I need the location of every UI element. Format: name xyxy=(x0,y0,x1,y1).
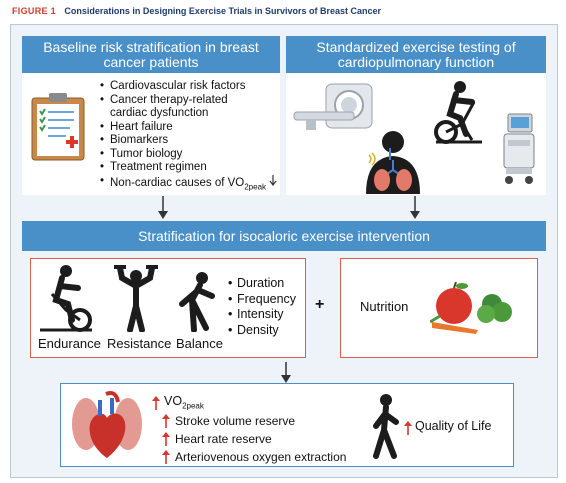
clipboard-icon xyxy=(31,93,85,161)
list-item: Density xyxy=(228,323,296,339)
list-item: Heart failure xyxy=(100,121,277,135)
list-item: Frequency xyxy=(228,292,296,308)
list-item-label: Density xyxy=(237,322,279,337)
up-arrow-icon xyxy=(162,414,170,428)
list-item: Cardiovascular risk factors xyxy=(100,80,277,94)
ecg-machine-icon xyxy=(503,113,535,184)
walking-person-icon xyxy=(373,394,399,459)
nutrition-label: Nutrition xyxy=(360,299,409,314)
arrow-down-icon xyxy=(281,362,291,383)
stratification-bar: Stratification for isocaloric exercise i… xyxy=(22,221,546,251)
list-item-label: Cardiovascular risk factors xyxy=(110,80,246,92)
food-icon xyxy=(430,282,512,334)
list-item-label: Heart failure xyxy=(110,120,173,133)
dumbbell-icon xyxy=(114,265,158,332)
list-item-label: cardiac dysfunction xyxy=(110,107,209,119)
cyclist-icon xyxy=(434,81,482,144)
stroke-volume-label: Stroke volume reserve xyxy=(175,414,296,428)
figure-header: FIGURE 1 Considerations in Designing Exe… xyxy=(0,0,566,22)
list-item: Intensity xyxy=(228,307,296,323)
baseline-heading: Baseline risk stratification in breast c… xyxy=(22,36,280,73)
stratification-label: Stratification for isocaloric exercise i… xyxy=(138,228,430,244)
up-arrow-icon xyxy=(162,450,170,464)
arrow-down-icon xyxy=(158,196,168,219)
endurance-label: Endurance xyxy=(38,336,101,351)
baseline-heading-text: Baseline risk stratification in breast c… xyxy=(43,38,259,70)
figure-label: FIGURE 1 xyxy=(12,6,56,16)
av-oxygen-label: Arteriovenous oxygen extraction xyxy=(175,450,347,464)
figure-title: Considerations in Designing Exercise Tri… xyxy=(64,6,382,16)
balance-icon xyxy=(179,272,215,332)
mri-scanner-icon xyxy=(293,83,373,130)
list-item-label: Non-cardiac causes of VO xyxy=(110,176,245,189)
vo2-subscript: 2peak xyxy=(182,401,204,411)
list-item-continued: cardiac dysfunction xyxy=(100,107,277,121)
list-item-label: Treatment regimen xyxy=(110,161,207,173)
plus-sign: + xyxy=(315,296,325,313)
list-item-label: Duration xyxy=(237,276,285,290)
testing-heading: Standardized exercise testing of cardiop… xyxy=(286,36,546,73)
list-item-label: Cancer therapy-related xyxy=(110,93,228,106)
vo2-subscript: 2peak xyxy=(244,181,267,191)
list-item: Biomarkers xyxy=(100,134,277,148)
balance-label: Balance xyxy=(176,336,223,351)
arrow-down-icon xyxy=(269,174,277,186)
exercise-dimensions-list: Duration Frequency Intensity Density xyxy=(228,276,296,338)
risk-factor-list: Cardiovascular risk factors Cancer thera… xyxy=(100,80,277,193)
up-arrow-icon xyxy=(404,421,412,435)
testing-heading-text: Standardized exercise testing of cardiop… xyxy=(316,38,516,70)
list-item-label: Biomarkers xyxy=(110,134,169,146)
list-item-label: Tumor biology xyxy=(110,147,183,160)
heart-icon xyxy=(72,391,142,458)
vo2-label: VO2peak xyxy=(164,394,204,411)
sound-wave-icon xyxy=(368,152,376,166)
vo2-text: VO xyxy=(164,394,183,408)
exercise-box xyxy=(30,258,306,358)
resistance-label: Resistance xyxy=(107,336,172,351)
heart-rate-label: Heart rate reserve xyxy=(175,432,272,446)
up-arrow-icon xyxy=(152,396,160,410)
quality-of-life-label: Quality of Life xyxy=(415,419,492,433)
list-item: Treatment regimen xyxy=(100,161,277,175)
list-item: Non-cardiac causes of VO2peak xyxy=(100,174,277,194)
list-item-label: Frequency xyxy=(237,291,297,306)
lungs-icon xyxy=(366,131,420,194)
list-item: Cancer therapy-related xyxy=(100,94,277,108)
list-item: Tumor biology xyxy=(100,148,277,162)
up-arrow-icon xyxy=(162,432,170,446)
list-item-label: Intensity xyxy=(237,307,284,321)
arrow-down-icon xyxy=(410,196,420,219)
list-item: Duration xyxy=(228,276,296,292)
cyclist-icon xyxy=(40,265,92,332)
